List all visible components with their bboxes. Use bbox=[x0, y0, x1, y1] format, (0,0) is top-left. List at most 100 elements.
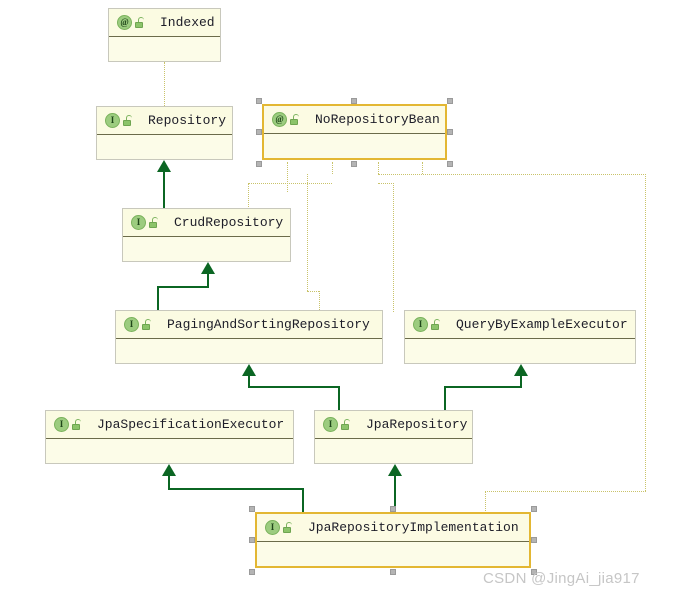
unlocked-padlock-icon bbox=[431, 318, 442, 331]
annotation-link-crudrepository bbox=[248, 183, 249, 209]
uml-class-norepositorybean[interactable]: @ NoRepositoryBean bbox=[262, 104, 447, 160]
uml-class-jparepository[interactable]: I JpaRepository bbox=[314, 410, 473, 464]
inherit-jpa-to-qbe-run bbox=[444, 386, 522, 388]
uml-members-compartment bbox=[315, 439, 472, 463]
annotation-stub-a bbox=[287, 162, 288, 192]
interface-icon: I bbox=[124, 317, 139, 332]
selection-handle[interactable] bbox=[531, 569, 537, 575]
annotation-link-paging-mid bbox=[307, 183, 308, 291]
inherit-impl-to-spec-riser bbox=[302, 488, 304, 514]
selection-handle[interactable] bbox=[447, 129, 453, 135]
unlocked-padlock-icon bbox=[72, 418, 83, 431]
selection-handle[interactable] bbox=[249, 569, 255, 575]
uml-members-compartment bbox=[123, 237, 290, 261]
selection-handle[interactable] bbox=[351, 161, 357, 167]
interface-icon: I bbox=[323, 417, 338, 432]
selection-handle[interactable] bbox=[256, 161, 262, 167]
uml-header: I Repository bbox=[97, 107, 232, 135]
selection-handle[interactable] bbox=[531, 506, 537, 512]
inherit-impl-to-spec-arrow bbox=[162, 464, 176, 476]
uml-members-compartment bbox=[97, 135, 232, 159]
annotation-stub-d bbox=[422, 162, 423, 174]
unlocked-padlock-icon bbox=[341, 418, 352, 431]
inherit-paging-to-crud-arrow bbox=[201, 262, 215, 274]
selection-handle[interactable] bbox=[447, 161, 453, 167]
inherit-jpa-to-qbe-arrow bbox=[514, 364, 528, 376]
uml-class-querybyexampleexecutor[interactable]: I QueryByExampleExecutor bbox=[404, 310, 636, 364]
selection-handle[interactable] bbox=[249, 506, 255, 512]
uml-header: I CrudRepository bbox=[123, 209, 290, 237]
uml-members-compartment bbox=[46, 439, 293, 463]
uml-class-repository[interactable]: I Repository bbox=[96, 106, 233, 160]
selection-handle[interactable] bbox=[256, 129, 262, 135]
uml-members-compartment bbox=[109, 37, 220, 61]
uml-class-pagingandsortingrepository[interactable]: I PagingAndSortingRepository bbox=[115, 310, 383, 364]
inherit-paging-to-crud-riser bbox=[157, 286, 159, 310]
inherit-paging-to-crud-run bbox=[157, 286, 209, 288]
selection-handle[interactable] bbox=[390, 506, 396, 512]
annotation-link-paging-lower bbox=[319, 291, 320, 312]
annotation-stub-c bbox=[378, 162, 379, 174]
inherit-impl-to-jpa-line bbox=[394, 476, 396, 514]
uml-class-indexed[interactable]: @ Indexed bbox=[108, 8, 221, 62]
unlocked-padlock-icon bbox=[123, 114, 134, 127]
uml-class-name: QueryByExampleExecutor bbox=[456, 317, 628, 332]
uml-class-name: JpaSpecificationExecutor bbox=[97, 417, 285, 432]
inherit-impl-to-spec-drop bbox=[168, 476, 170, 490]
unlocked-padlock-icon bbox=[283, 521, 294, 534]
uml-header: I QueryByExampleExecutor bbox=[405, 311, 635, 339]
inherit-jpa-to-qbe-drop bbox=[520, 376, 522, 388]
annotation-link-paging-upper bbox=[307, 174, 308, 183]
interface-icon: I bbox=[54, 417, 69, 432]
uml-class-name: Indexed bbox=[160, 15, 215, 30]
inherit-jpa-to-paging-drop bbox=[248, 376, 250, 388]
inherit-jpa-to-paging-arrow bbox=[242, 364, 256, 376]
watermark-text: CSDN @JingAi_jia917 bbox=[483, 570, 640, 587]
annotation-link-paging-jog bbox=[307, 291, 319, 292]
uml-class-name: JpaRepositoryImplementation bbox=[308, 520, 519, 535]
uml-members-compartment bbox=[264, 134, 445, 158]
annotation-link-impl-drop bbox=[485, 491, 486, 513]
uml-class-jparepositoryimplementation[interactable]: I JpaRepositoryImplementation bbox=[255, 512, 531, 568]
annotation-link-impl-right bbox=[645, 174, 646, 491]
interface-icon: I bbox=[265, 520, 280, 535]
selection-handle[interactable] bbox=[249, 537, 255, 543]
uml-header: I JpaSpecificationExecutor bbox=[46, 411, 293, 439]
selection-handle[interactable] bbox=[390, 569, 396, 575]
uml-members-compartment bbox=[257, 542, 529, 566]
uml-class-jpaspecificationexecutor[interactable]: I JpaSpecificationExecutor bbox=[45, 410, 294, 464]
uml-class-name: JpaRepository bbox=[366, 417, 468, 432]
unlocked-padlock-icon bbox=[149, 216, 160, 229]
interface-icon: I bbox=[105, 113, 120, 128]
annotation-link-queryexample-jog bbox=[378, 183, 394, 184]
selection-handle[interactable] bbox=[447, 98, 453, 104]
uml-members-compartment bbox=[116, 339, 382, 363]
inherit-crud-to-repository-arrow bbox=[157, 160, 171, 172]
uml-members-compartment bbox=[405, 339, 635, 363]
annotation-link-queryexample bbox=[393, 183, 394, 312]
inherit-jpa-to-paging-riser bbox=[338, 386, 340, 410]
uml-class-crudrepository[interactable]: I CrudRepository bbox=[122, 208, 291, 262]
annotation-link-indexed-repository bbox=[164, 62, 165, 106]
annotation-icon: @ bbox=[272, 112, 287, 127]
selection-handle[interactable] bbox=[256, 98, 262, 104]
uml-class-name: CrudRepository bbox=[174, 215, 284, 230]
selection-handle[interactable] bbox=[531, 537, 537, 543]
annotation-icon: @ bbox=[117, 15, 132, 30]
uml-class-name: Repository bbox=[148, 113, 227, 128]
selection-handle[interactable] bbox=[351, 98, 357, 104]
uml-header: I JpaRepository bbox=[315, 411, 472, 439]
uml-header: I JpaRepositoryImplementation bbox=[257, 514, 529, 542]
interface-icon: I bbox=[131, 215, 146, 230]
inherit-jpa-to-qbe-riser bbox=[444, 386, 446, 410]
inherit-jpa-to-paging-run bbox=[248, 386, 340, 388]
unlocked-padlock-icon bbox=[290, 113, 301, 126]
inherit-impl-to-spec-run bbox=[168, 488, 304, 490]
annotation-link-impl-bottom bbox=[485, 491, 646, 492]
inherit-crud-to-repository-line bbox=[163, 172, 165, 208]
annotation-bus-left bbox=[248, 183, 332, 184]
uml-header: @ NoRepositoryBean bbox=[264, 106, 445, 134]
uml-header: @ Indexed bbox=[109, 9, 220, 37]
unlocked-padlock-icon bbox=[135, 16, 146, 29]
